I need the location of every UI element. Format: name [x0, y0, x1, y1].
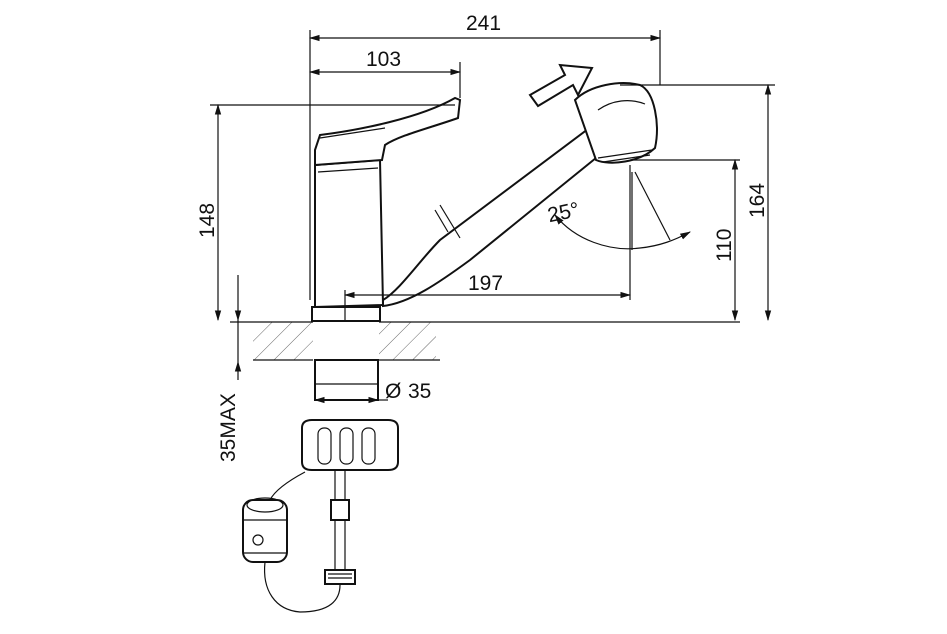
dimension-164: 164: [620, 83, 775, 322]
dimension-35max: 35MAX: [217, 275, 242, 462]
dim-label-110: 110: [713, 229, 736, 262]
pull-out-arrow: [528, 63, 594, 108]
dim-label-103: 103: [366, 48, 401, 71]
dim-label-148: 148: [196, 203, 219, 238]
dim-label-diameter: 35: [408, 380, 431, 403]
dimension-angle-25: 25°: [546, 171, 691, 250]
countertop-section: [230, 320, 740, 362]
dim-label-164: 164: [746, 183, 769, 218]
dim-label-197: 197: [468, 272, 503, 295]
hose-weight: [242, 471, 341, 613]
faucet-body: [311, 82, 658, 322]
dim-label-angle: 25°: [546, 198, 582, 227]
dimension-148: 148: [196, 103, 455, 322]
dim-label-241: 241: [466, 12, 501, 35]
dimension-diameter-35: Ø 35: [313, 380, 431, 404]
dimension-103: 103: [308, 48, 462, 98]
mounting-shank: [301, 359, 399, 585]
dimension-110: 110: [630, 158, 740, 322]
dim-label-35max: 35MAX: [217, 393, 240, 462]
dim-label-diameter-symbol: Ø: [385, 380, 401, 403]
